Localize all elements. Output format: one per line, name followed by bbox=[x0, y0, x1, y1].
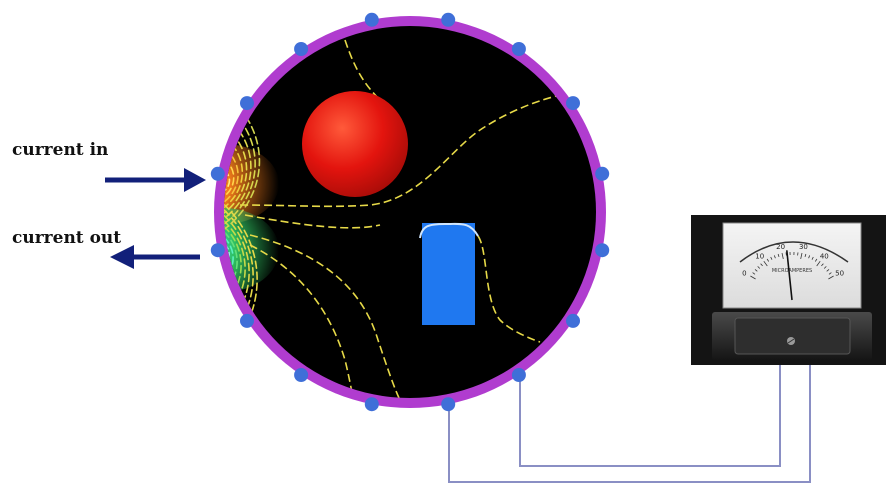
electrode-dot bbox=[595, 243, 609, 257]
current-in-label: current in bbox=[12, 140, 108, 160]
meter-unit-label: MICROAMPERES bbox=[772, 268, 812, 274]
red-sphere-inclusion bbox=[302, 91, 408, 197]
meter-scale-number: 0 bbox=[742, 270, 746, 278]
meter-scale-number: 40 bbox=[820, 253, 829, 261]
current-out-label: current out bbox=[12, 228, 121, 248]
meter-base-highlight bbox=[735, 318, 850, 354]
electrode-dot bbox=[365, 13, 379, 27]
electrode-dot bbox=[566, 314, 580, 328]
blue-block-inclusion bbox=[422, 223, 475, 325]
analog-ammeter-icon: 0 10 20 30 40 50 MICROAMPERES bbox=[691, 215, 886, 365]
electrode-dot bbox=[512, 368, 526, 382]
arrow-left-icon bbox=[110, 245, 200, 269]
meter-scale-number: 50 bbox=[835, 270, 844, 278]
meter-scale-number: 30 bbox=[799, 243, 808, 251]
electrode-dot bbox=[240, 96, 254, 110]
electrode-dot bbox=[211, 167, 225, 181]
electrode-dot bbox=[441, 397, 455, 411]
electrode-dot bbox=[595, 167, 609, 181]
meter-scale-number: 10 bbox=[755, 253, 764, 261]
electrode-dot bbox=[211, 243, 225, 257]
electrode-dot bbox=[441, 13, 455, 27]
conductive-medium bbox=[224, 26, 596, 398]
electrode-dot bbox=[240, 314, 254, 328]
electrode-dot bbox=[294, 42, 308, 56]
electrode-dot bbox=[365, 397, 379, 411]
arrow-right-icon bbox=[105, 168, 206, 192]
electrode-dot bbox=[566, 96, 580, 110]
meter-scale-number: 20 bbox=[776, 243, 785, 251]
electrode-dot bbox=[512, 42, 526, 56]
electrode-dot bbox=[294, 368, 308, 382]
